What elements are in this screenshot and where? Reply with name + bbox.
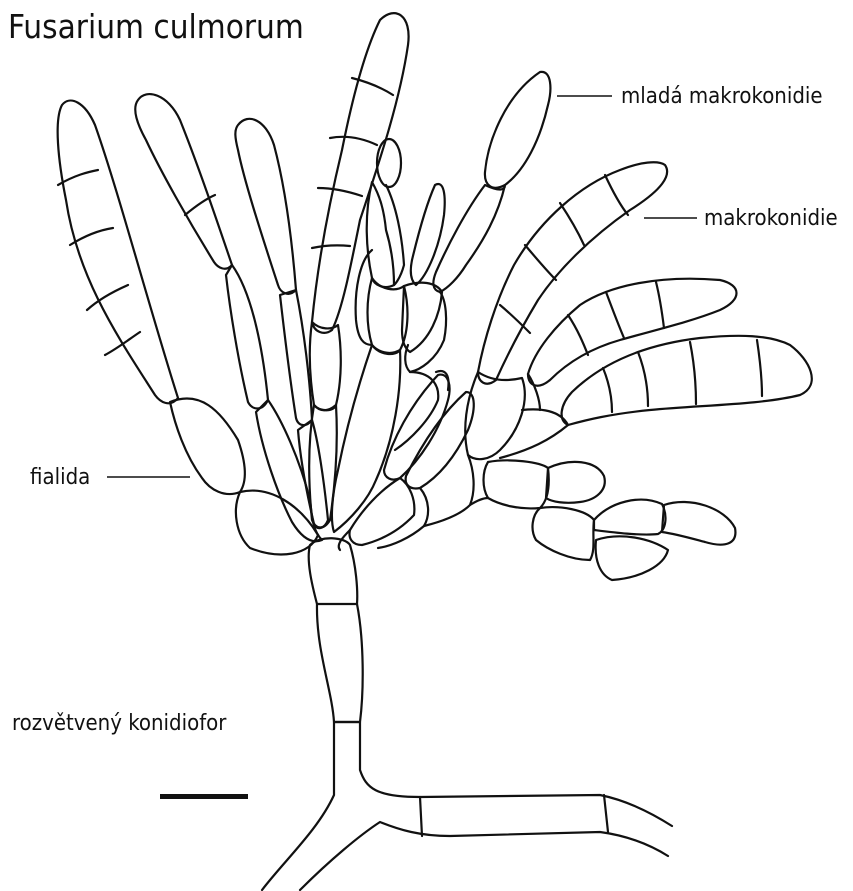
diagram-title: Fusarium culmorum (8, 7, 304, 46)
scale-bar (160, 794, 248, 799)
label-young-macroconidium: mladá makrokonidie (621, 84, 823, 109)
hypha (262, 722, 672, 890)
conidiophore-stalk (309, 538, 363, 722)
lower-phialides (339, 375, 474, 550)
young-macroconidium (395, 72, 550, 450)
lower-right-chain (470, 460, 735, 580)
label-phialide: fialida (30, 465, 90, 490)
central-phialides (332, 139, 445, 532)
left-inner-chain (135, 94, 322, 541)
label-branched-conidiophore: rozvětvený konidiofor (12, 711, 227, 736)
label-macroconidium: makrokonidie (704, 206, 838, 231)
